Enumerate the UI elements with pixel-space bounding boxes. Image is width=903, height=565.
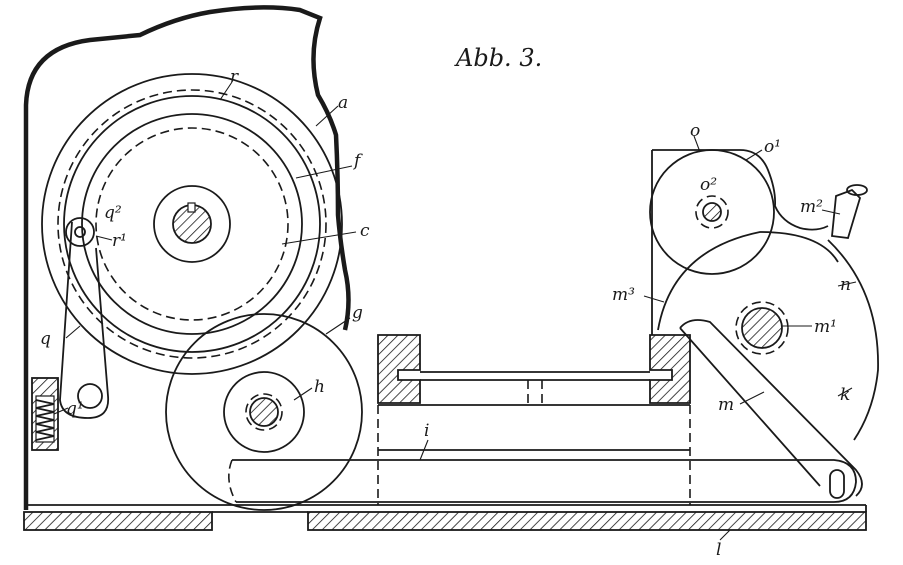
label-r: r [230, 67, 239, 87]
pivot-m1-axle [741, 307, 783, 349]
wheel-r-dashed [57, 89, 327, 359]
rod-pin-slot [829, 469, 845, 499]
bed-left-block [377, 334, 421, 404]
lever-q [59, 221, 110, 419]
label-g: g [352, 303, 363, 323]
label-f: f [352, 151, 363, 171]
gear-g [165, 313, 363, 511]
gear-h-ring [223, 371, 305, 453]
wheel-r-inner [63, 95, 321, 353]
label-m3: m³ [612, 285, 635, 305]
label-o2: o² [700, 175, 717, 195]
label-k: k [840, 385, 850, 405]
label-q1: q¹ [66, 399, 84, 419]
lever-pivot [77, 383, 103, 409]
label-m2: m² [800, 197, 823, 217]
axle-key [187, 202, 196, 213]
label-o1: o¹ [764, 137, 781, 157]
label-i: i [424, 421, 429, 441]
label-h: h [314, 377, 325, 397]
housing-outline [23, 5, 351, 510]
label-r1: r¹ [112, 231, 127, 251]
handle-m2-cap [846, 184, 868, 196]
wheel-f [81, 113, 303, 335]
label-n: n [840, 275, 851, 295]
leader-lines [53, 81, 857, 541]
base-plate-right [307, 511, 867, 531]
label-m: m [718, 395, 734, 415]
hub-ring [153, 185, 231, 263]
roller-q2-pin [74, 226, 86, 238]
label-c: c [360, 221, 370, 241]
arm-m3-arc [657, 231, 839, 331]
wheel-a-outer [41, 73, 343, 375]
right-housing [651, 149, 829, 335]
label-q2: q² [104, 203, 122, 223]
figure-title: Abb. 3. [454, 44, 542, 72]
label-o: o [690, 121, 700, 141]
roller-q2 [65, 217, 95, 247]
gear-h-axle [249, 397, 279, 427]
gear-o2-axle [702, 202, 722, 222]
label-a: a [338, 93, 348, 113]
wheel-c-dashed [95, 127, 289, 321]
gear-o2-ring [695, 195, 729, 229]
rod-i [232, 459, 857, 503]
gear-o [649, 149, 775, 275]
base-plate-left [23, 511, 213, 531]
label-l: l [716, 540, 721, 560]
label-q: q [40, 329, 51, 349]
rod-i-end [228, 459, 237, 503]
bed-right-block [649, 334, 691, 404]
label-m1: m¹ [814, 317, 837, 337]
arm-m [679, 319, 863, 497]
gear-h-axle-dash [245, 393, 283, 431]
pivot-m1-ring [735, 301, 789, 355]
spring-coil [35, 399, 55, 441]
housing-n-arc [827, 239, 879, 441]
handle-m2 [831, 188, 862, 239]
